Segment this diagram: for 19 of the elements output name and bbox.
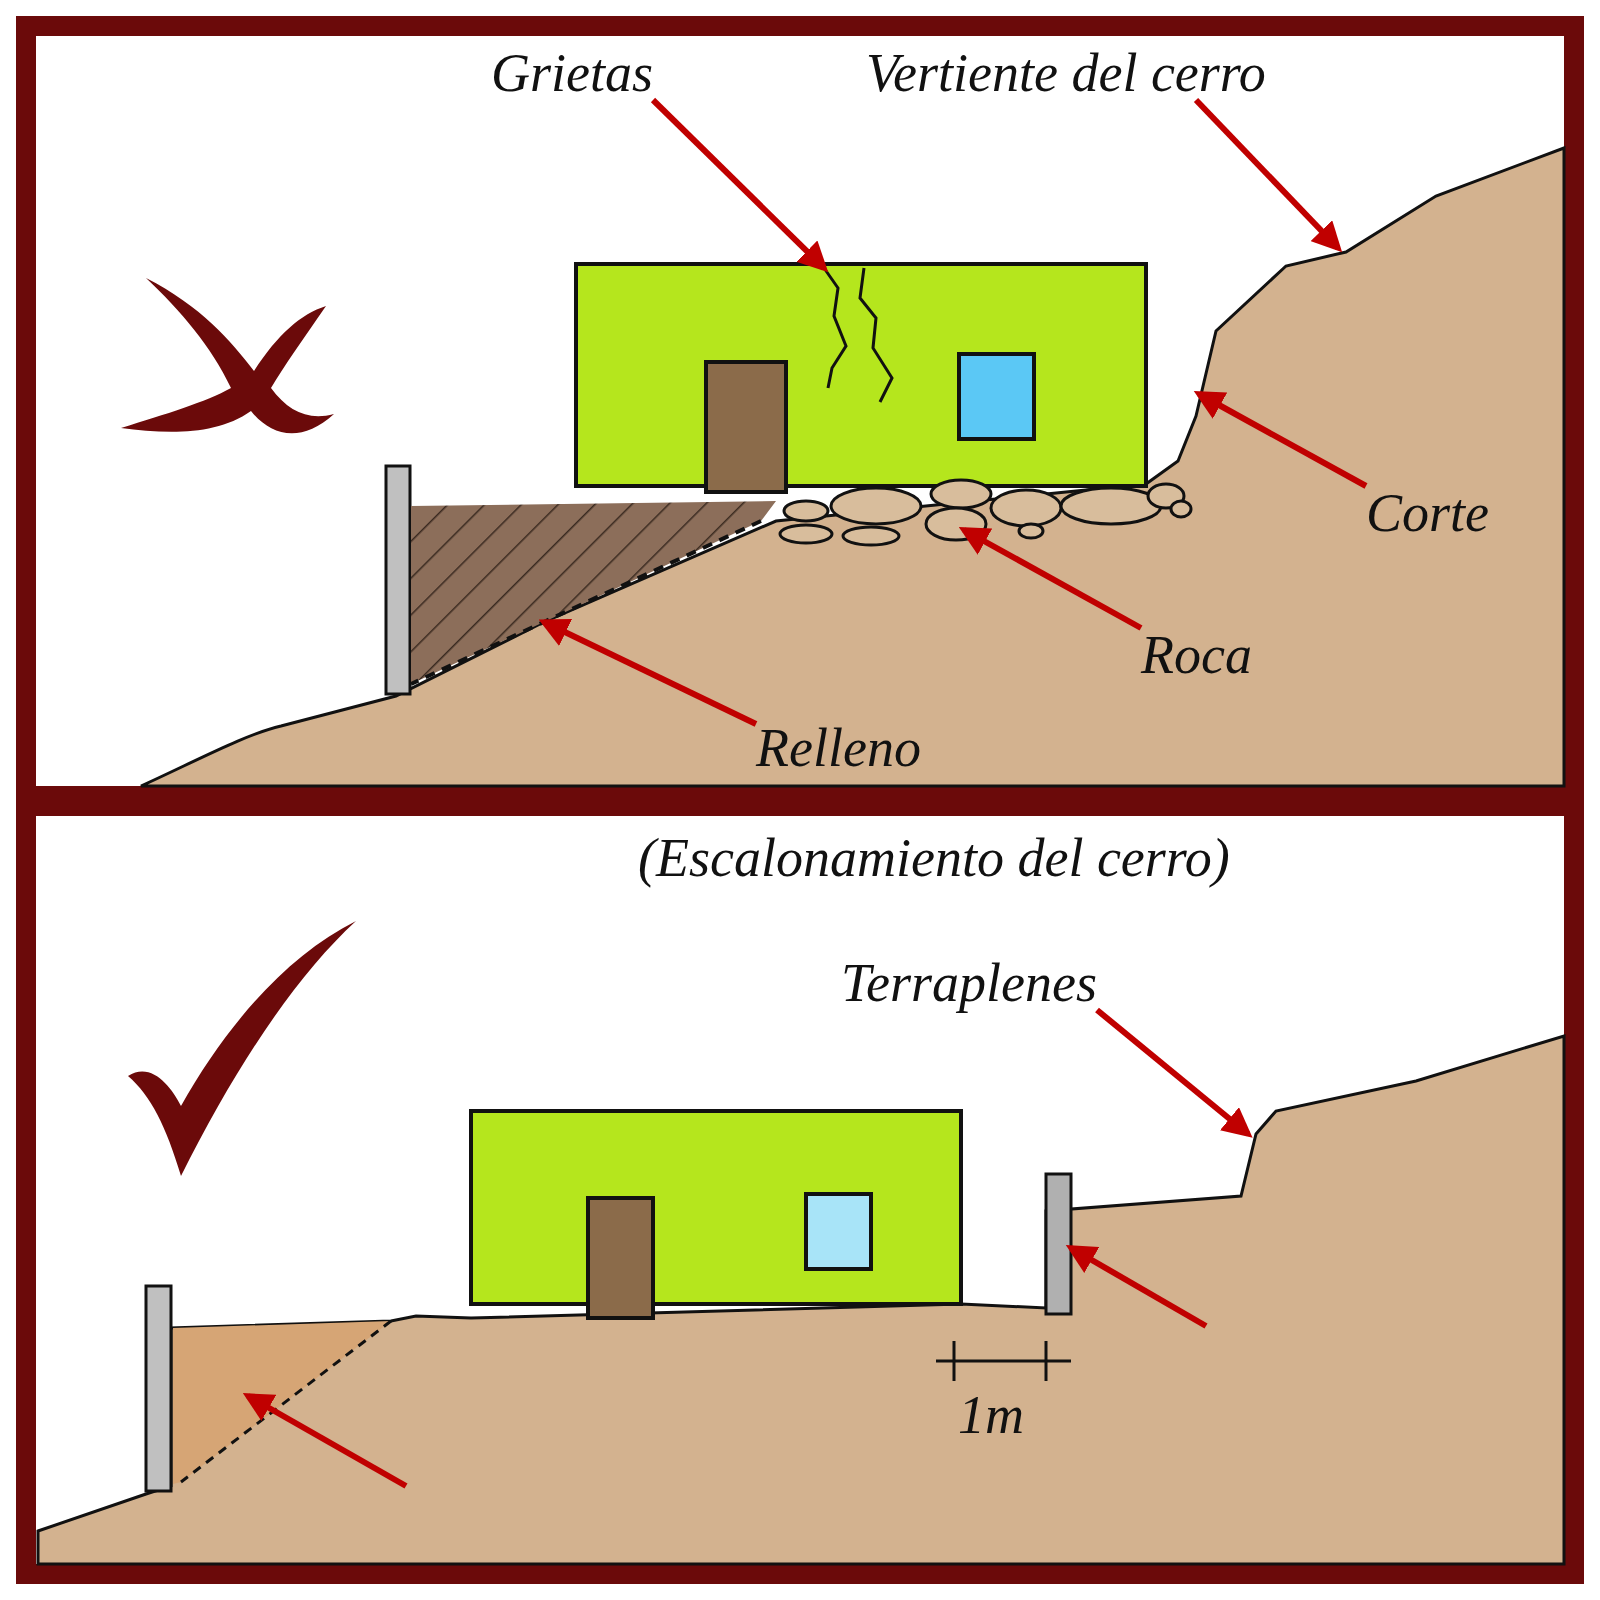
leader-arrow bbox=[958, 527, 1143, 631]
retaining-wall bbox=[1044, 1172, 1073, 1316]
fill-hatch-area bbox=[410, 501, 776, 686]
leader-arrow bbox=[1095, 1007, 1253, 1138]
leader-arrow bbox=[1065, 1245, 1208, 1329]
callout-label: Relleno bbox=[756, 721, 921, 775]
callout-label: Grietas bbox=[491, 46, 653, 100]
crack-lines bbox=[822, 267, 894, 403]
leader-arrow bbox=[538, 618, 758, 727]
leader-arrow bbox=[1193, 391, 1368, 489]
callout-label: Corte bbox=[1366, 486, 1489, 540]
leader-arrow bbox=[242, 1393, 408, 1489]
callout-label: Vertiente del cerro bbox=[866, 46, 1266, 100]
fill-area bbox=[173, 1319, 392, 1484]
dimension-label: 1m bbox=[958, 1388, 1024, 1442]
leader-arrow bbox=[650, 97, 829, 273]
leader-arrow bbox=[1193, 97, 1343, 253]
rocks-drawing bbox=[778, 478, 1193, 547]
callout-label: Roca bbox=[1141, 628, 1252, 682]
